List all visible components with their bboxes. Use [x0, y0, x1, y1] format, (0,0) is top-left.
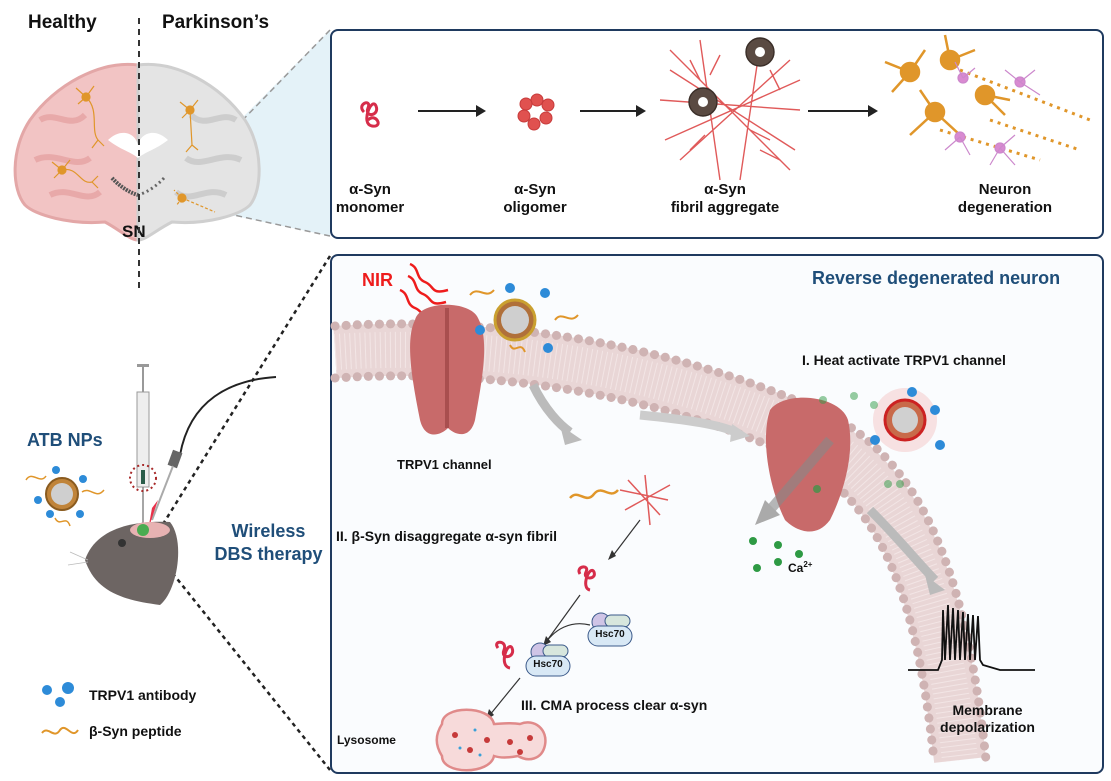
arrow-icon [418, 105, 486, 117]
parkinsons-label: Parkinson’s [162, 12, 270, 33]
pathway-illustrations [360, 34, 1091, 181]
step-line2: fibril aggregate [670, 199, 780, 216]
fiber-connector [167, 449, 183, 469]
action-potential-trace [908, 604, 1035, 671]
fiber-cable [179, 376, 277, 456]
step-line2: degeneration [957, 199, 1053, 216]
step-line1: Neuron [978, 181, 1032, 198]
legend-antibody-icon [42, 682, 74, 707]
fibril-aggregate-icon [659, 37, 801, 181]
step-line2: oligomer [503, 199, 567, 216]
step-line1: α-Syn [349, 181, 391, 198]
zoom-line-top [148, 255, 332, 546]
midline-divider [138, 18, 140, 288]
calcium-ions-icon [749, 392, 904, 572]
brain-illustration [13, 62, 261, 242]
flow-arrow-icon [730, 424, 750, 442]
syringe-icon [129, 364, 157, 525]
ca-influx-arrow-icon [755, 500, 780, 525]
aggregation-pathway-panel [330, 29, 1104, 239]
step-line1: α-Syn [514, 181, 556, 198]
depol-line2: depolarization [940, 718, 1035, 735]
degenerating-neurons-icon [884, 34, 1091, 166]
calcium-charge: 2+ [803, 560, 813, 569]
step3-label: III. CMA process clear α-syn [521, 697, 708, 713]
trpv1-channel-label: TRPV1 channel [397, 457, 492, 472]
atb-nps-label: ATB NPs [27, 430, 103, 450]
nir-label: NIR [362, 270, 393, 290]
legend-peptide-icon [41, 727, 79, 735]
calcium-text: Ca [788, 561, 804, 575]
arrow-icon [808, 105, 878, 117]
step-line2: monomer [335, 199, 405, 216]
arrow-icon [580, 105, 646, 117]
released-monomer-icon [577, 565, 596, 592]
step-line1: α-Syn [704, 181, 746, 198]
therapy-line1: Wireless [231, 521, 306, 541]
step-monomer-label: α-Syn monomer [330, 181, 410, 217]
hsc70-bound-icon [525, 642, 571, 677]
mouse-icon [67, 521, 179, 605]
step-fibril-label: α-Syn fibril aggregate [660, 181, 790, 217]
mechanism-title: Reverse degenerated neuron [812, 268, 1061, 288]
depolarization-label: Membrane depolarization [930, 702, 1045, 736]
step1-label: I. Heat activate TRPV1 channel [802, 352, 1006, 368]
bound-monomer-icon [495, 640, 515, 670]
beta-syn-fibril-complex-icon [569, 474, 671, 526]
monomer-icon [360, 101, 380, 128]
atb-nanoparticle-icon [25, 466, 105, 527]
flow-arrow-icon [560, 425, 582, 445]
hsc70-bound-label: Hsc70 [533, 659, 563, 670]
legend-peptide-label: β-Syn peptide [89, 723, 182, 739]
sn-label: SN [122, 222, 146, 241]
hsc70-label: Hsc70 [595, 629, 625, 640]
nanoparticle-icon [469, 283, 579, 353]
depol-line1: Membrane [952, 702, 1023, 718]
oligomer-icon [517, 93, 555, 131]
lysosome-label: Lysosome [337, 733, 396, 747]
flow-arrow-icon [925, 575, 945, 595]
zoom-line-bottom [145, 539, 331, 771]
wireless-dbs-label: Wireless DBS therapy [211, 520, 326, 565]
legend-antibody-label: TRPV1 antibody [89, 687, 197, 703]
healthy-label: Healthy [28, 12, 97, 33]
heated-nanoparticle-icon [870, 387, 945, 450]
calcium-label: Ca2+ [788, 560, 812, 575]
hsc70-icon [587, 612, 633, 647]
step-neuron-label: Neuron degeneration [945, 181, 1065, 217]
lysosome-icon [435, 708, 547, 772]
step2-label: II. β-Syn disaggregate α-syn fibril [336, 528, 557, 544]
therapy-line2: DBS therapy [214, 543, 323, 564]
step-oligomer-label: α-Syn oligomer [495, 181, 575, 217]
dbs-illustration [25, 255, 332, 771]
